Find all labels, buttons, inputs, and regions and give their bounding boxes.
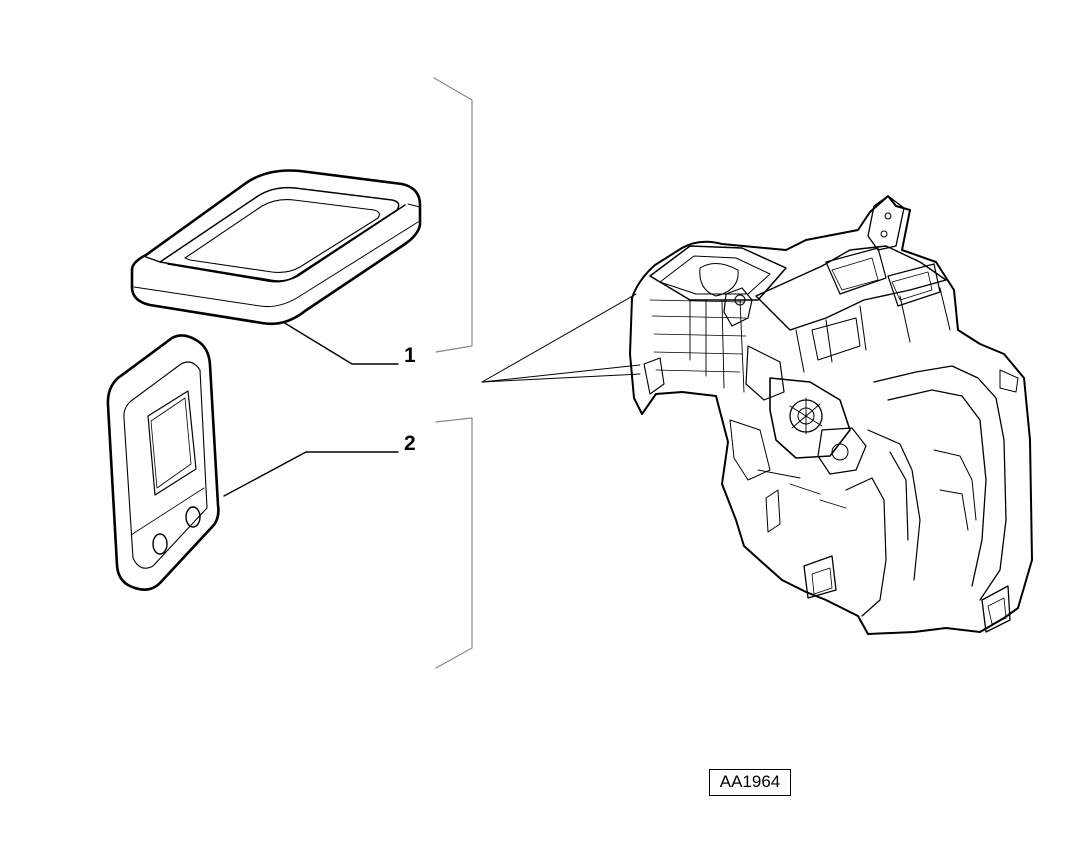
assembly-bracket (433, 77, 473, 669)
callout-label-1: 1 (404, 344, 416, 367)
hvac-unit (629, 195, 1033, 635)
leader-line-2 (223, 451, 399, 497)
gasket-frame-part (130, 169, 422, 326)
leader-lines (223, 293, 641, 497)
drawing-code-box: AA1964 (709, 769, 791, 796)
seal-pad-part (106, 334, 220, 591)
callout-label-2: 2 (404, 432, 416, 455)
leader-line-1 (282, 321, 399, 365)
